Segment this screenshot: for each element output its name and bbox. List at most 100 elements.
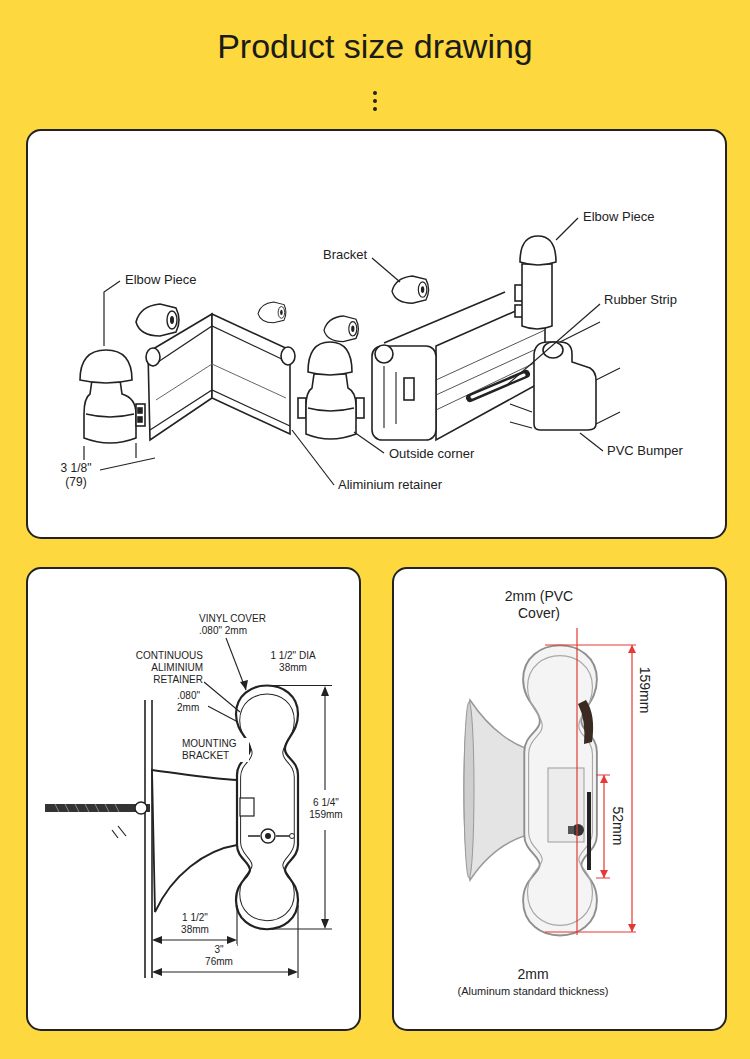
wall bbox=[145, 700, 152, 978]
profile-section bbox=[548, 768, 584, 842]
mounting-bracket bbox=[152, 770, 237, 912]
title-dots bbox=[373, 99, 377, 103]
corner-rail bbox=[152, 326, 288, 366]
outside-corner bbox=[356, 398, 364, 418]
dimension-label: 1 1/2" 38mm bbox=[174, 912, 216, 936]
red-arrow-head bbox=[628, 645, 636, 932]
title-dots bbox=[373, 107, 377, 111]
dimension-label: .080" 2mm bbox=[176, 690, 208, 714]
part-label: Outside corner bbox=[388, 446, 475, 462]
pvc-bumper bbox=[510, 404, 532, 428]
corner-rail bbox=[146, 314, 295, 440]
mounting-bolt bbox=[112, 826, 126, 838]
arrow-head bbox=[152, 968, 298, 976]
straight-rail bbox=[372, 346, 436, 440]
page-title: Product size drawing bbox=[0, 26, 750, 66]
outside-corner bbox=[308, 342, 352, 375]
profile-section bbox=[523, 645, 597, 935]
panel bbox=[27, 130, 726, 1030]
profile-section bbox=[240, 694, 295, 921]
elbow-piece bbox=[138, 417, 142, 422]
panel bbox=[27, 130, 726, 538]
straight-rail bbox=[375, 345, 393, 363]
profile-section bbox=[265, 833, 271, 839]
panel bbox=[27, 568, 360, 1030]
dimension-label: 2mm (PVC Cover) bbox=[493, 588, 585, 622]
part-label: MOUNTING BRACKET bbox=[181, 738, 249, 762]
pvc-bumper bbox=[510, 322, 620, 430]
leader-line bbox=[354, 432, 384, 453]
corner-rail bbox=[156, 364, 286, 400]
straight-rail bbox=[404, 378, 414, 400]
elbow-piece bbox=[520, 236, 556, 265]
profile-section bbox=[587, 792, 591, 870]
bracket-part bbox=[324, 316, 358, 342]
part-label: PVC Bumper bbox=[606, 443, 684, 459]
dimension-label: 159mm bbox=[637, 666, 654, 715]
title-dots bbox=[373, 91, 377, 111]
profile-section bbox=[236, 686, 298, 930]
elbow-piece bbox=[522, 264, 552, 329]
wall bbox=[145, 700, 152, 978]
pvc-bumper bbox=[534, 342, 596, 430]
corner-rail bbox=[146, 348, 160, 366]
leader-line bbox=[580, 433, 603, 451]
red-arrow-head bbox=[600, 775, 608, 878]
leader-line bbox=[556, 218, 578, 240]
profile-section bbox=[290, 834, 295, 839]
dimension-line bbox=[237, 905, 298, 978]
profile-section bbox=[568, 826, 574, 834]
bracket-part bbox=[136, 304, 179, 336]
profile-section bbox=[261, 829, 275, 843]
elbow-piece bbox=[84, 380, 136, 443]
elbow-piece bbox=[80, 350, 145, 443]
dimension-line bbox=[154, 940, 296, 972]
mounting-bolt bbox=[135, 802, 147, 814]
dimension-label: 52mm bbox=[610, 806, 627, 847]
part-label: CONTINUOUS ALIMINIUM RETAINER bbox=[128, 650, 204, 686]
red-dimension bbox=[576, 628, 577, 935]
red-dimension bbox=[545, 628, 636, 935]
dimension-label: 1 1/2" DIA 38mm bbox=[262, 650, 324, 674]
arrow-head bbox=[152, 936, 237, 944]
dimension-label: 6 1/4" 159mm bbox=[303, 797, 349, 821]
outside-corner bbox=[306, 374, 356, 439]
profile-section bbox=[578, 700, 593, 744]
red-dimension bbox=[545, 645, 636, 932]
dimension-label: 2mm bbox=[516, 966, 549, 983]
corner-rail bbox=[281, 347, 295, 365]
mounting-bolt bbox=[45, 804, 150, 812]
red-dimension bbox=[596, 775, 610, 878]
rubber-strip bbox=[470, 374, 526, 398]
profile-section bbox=[523, 645, 597, 935]
leader-line bbox=[84, 218, 603, 485]
outside-corner bbox=[298, 398, 306, 418]
arrow-head bbox=[152, 680, 329, 976]
leader-line bbox=[372, 258, 400, 282]
part-label: Aliminium retainer bbox=[337, 477, 443, 493]
straight-rail bbox=[384, 292, 505, 343]
elbow-piece bbox=[86, 414, 134, 417]
rubber-strip bbox=[472, 375, 524, 397]
arrow-head bbox=[240, 680, 248, 690]
mounting-bracket bbox=[152, 770, 237, 912]
outside-corner bbox=[298, 342, 364, 439]
mounting-bolt bbox=[55, 804, 119, 812]
part-label: VINYL COVER .080" 2mm bbox=[198, 613, 272, 637]
elbow-piece bbox=[136, 404, 145, 426]
elbow-piece bbox=[138, 408, 142, 413]
part-label: Bracket bbox=[322, 247, 368, 263]
leader-line bbox=[508, 304, 600, 384]
profile-section bbox=[528, 656, 593, 926]
mounting-bracket bbox=[464, 702, 474, 878]
straight-rail bbox=[372, 292, 545, 440]
mounting-bolt bbox=[45, 802, 150, 838]
leader-line bbox=[104, 281, 120, 346]
leader-line bbox=[292, 430, 334, 485]
bracket-part bbox=[258, 302, 286, 323]
elbow-piece bbox=[515, 236, 556, 329]
straight-rail bbox=[384, 366, 396, 428]
dimension-label: 3 1/8" (79) bbox=[53, 461, 99, 490]
part-label: Elbow Piece bbox=[124, 272, 198, 288]
